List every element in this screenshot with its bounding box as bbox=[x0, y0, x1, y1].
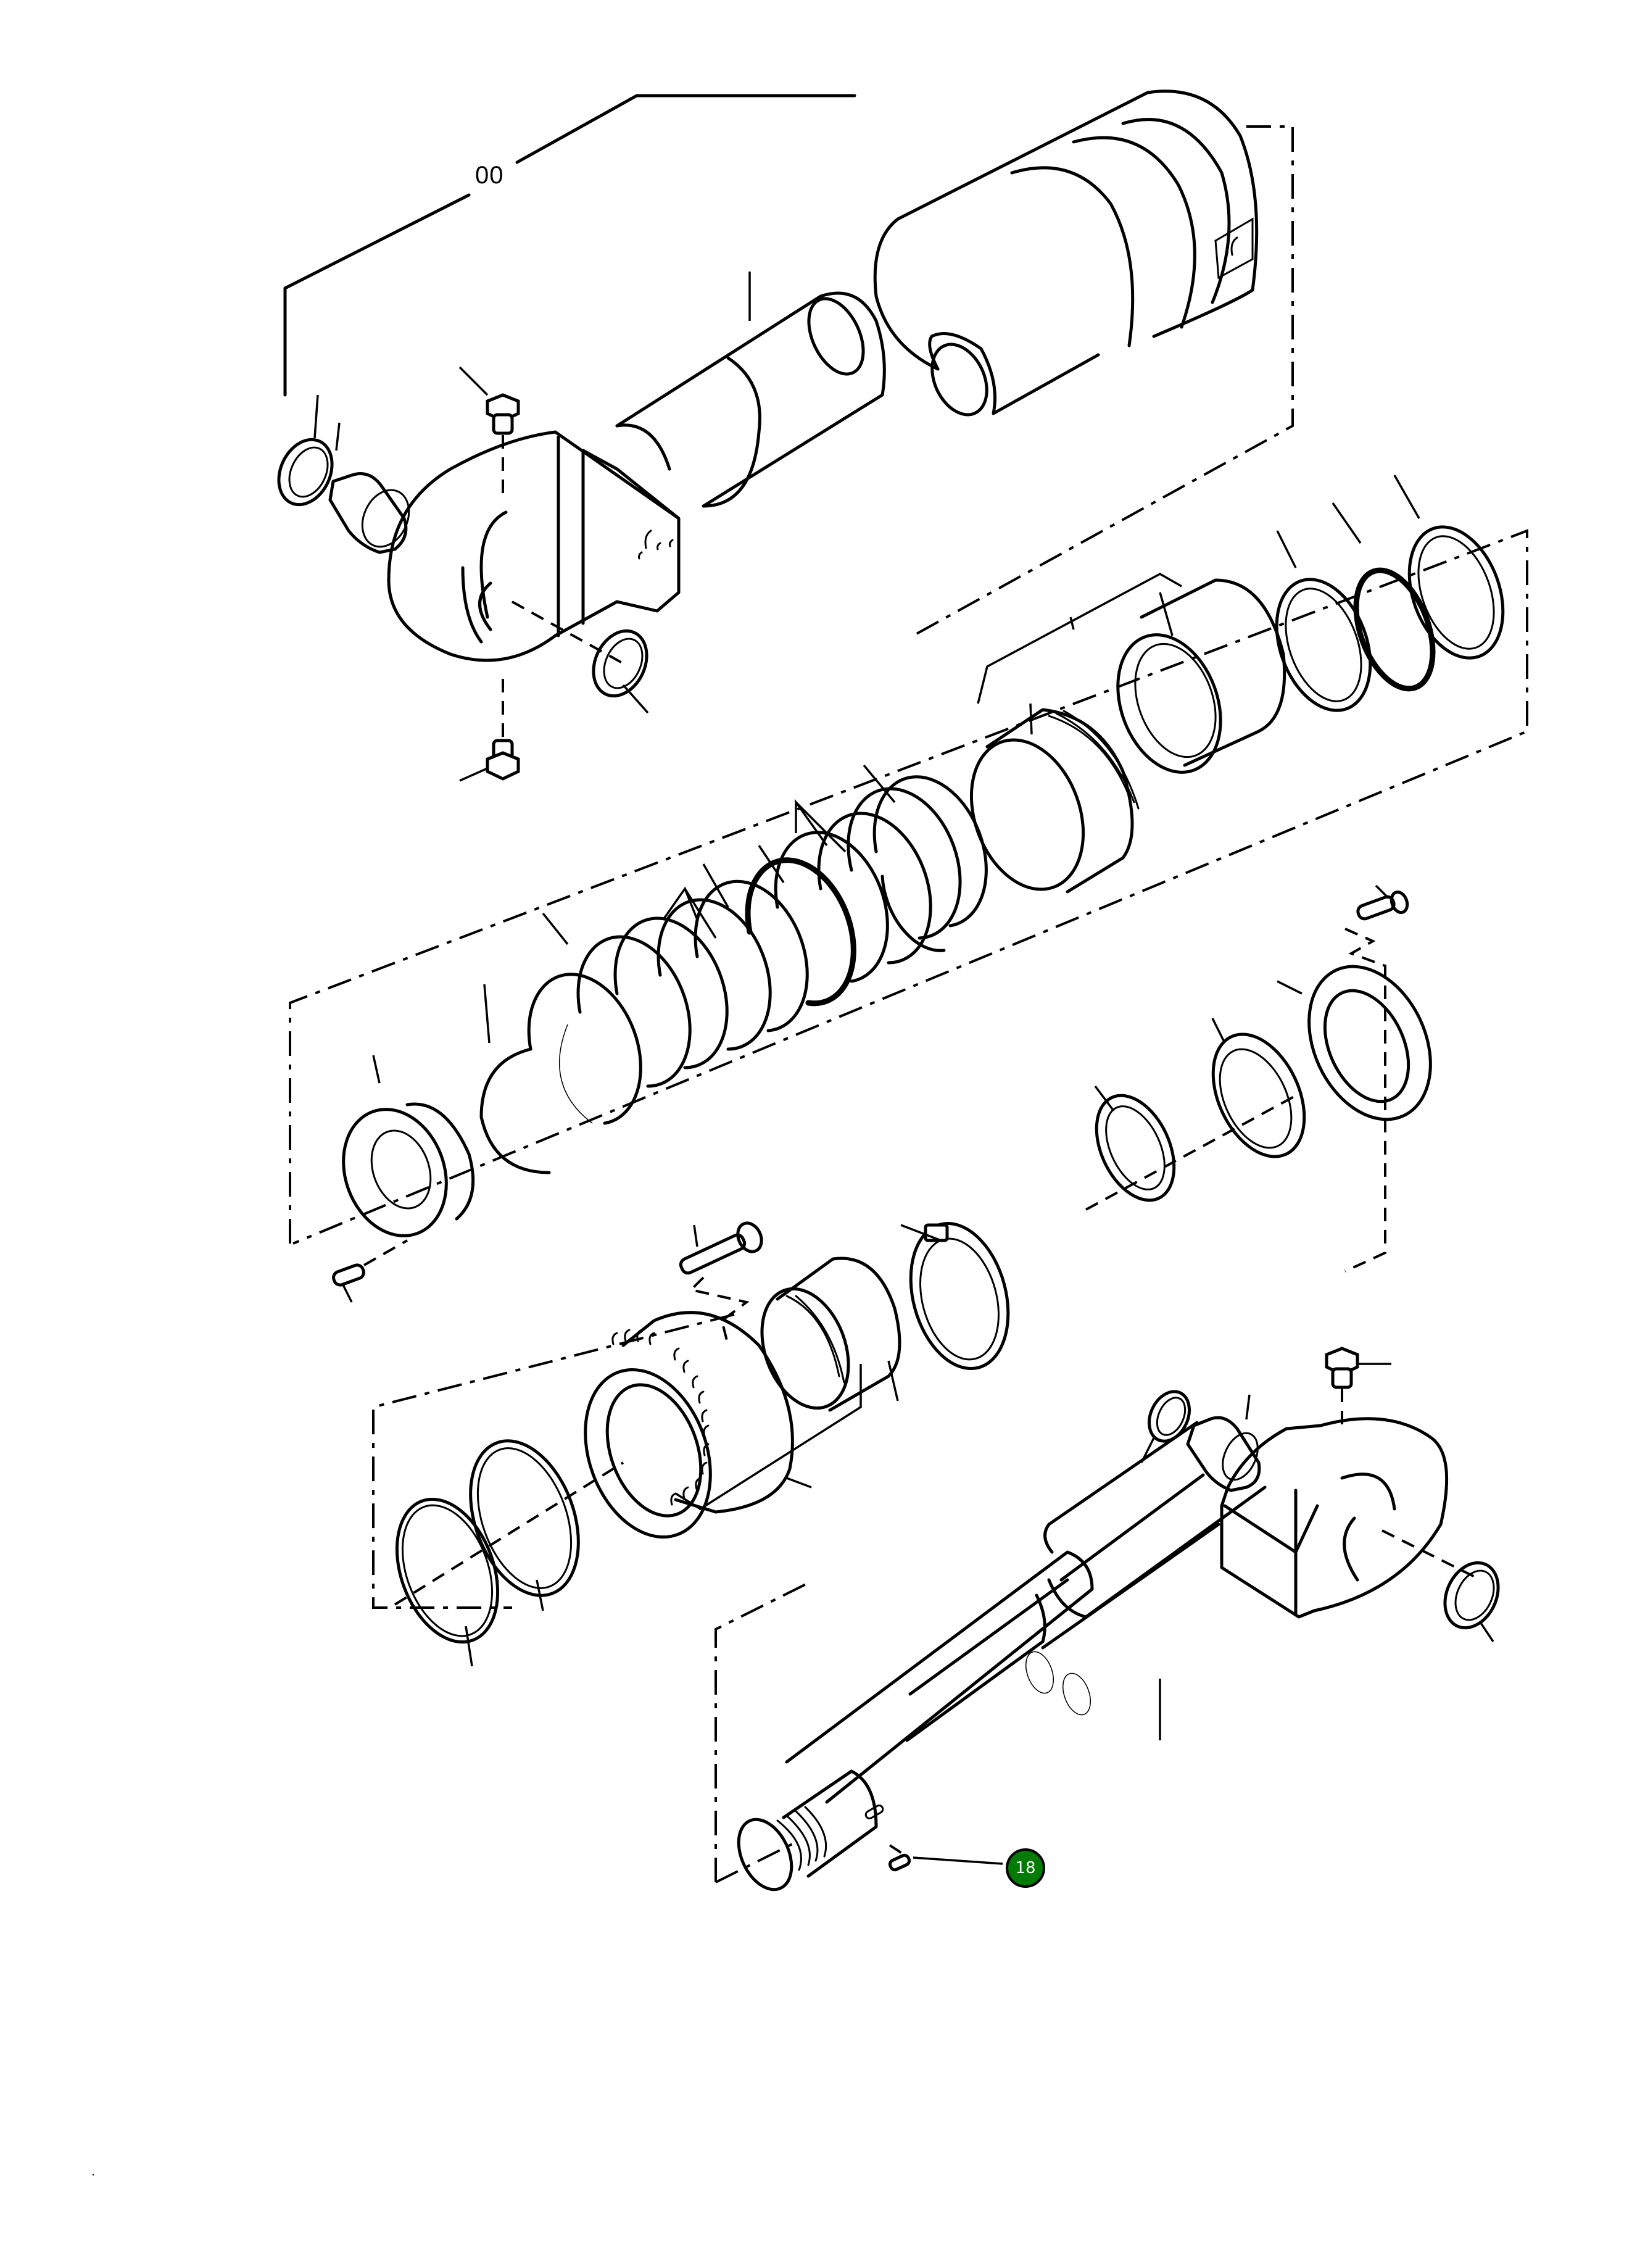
snap-ring bbox=[900, 1221, 1010, 1371]
piston-rod-section bbox=[715, 1347, 1500, 1892]
rod-eye bbox=[1220, 1417, 1475, 1619]
part-callout-18[interactable]: 18 bbox=[1006, 1848, 1045, 1888]
flange-ring bbox=[1277, 965, 1432, 1121]
port-fitting-icon bbox=[638, 530, 674, 560]
head-bushing bbox=[760, 1257, 901, 1412]
wear-ring-stack bbox=[542, 764, 988, 1124]
retainer-bolt-small bbox=[1356, 884, 1409, 921]
split-ring bbox=[479, 973, 642, 1174]
nameplate-icon bbox=[1214, 217, 1254, 280]
rod-grease-fitting bbox=[1325, 1347, 1391, 1432]
assembly-bracket bbox=[283, 94, 856, 397]
head-seal-section bbox=[1085, 884, 1432, 1273]
bolt-holes-icon bbox=[611, 1329, 710, 1506]
piston-body bbox=[969, 703, 1140, 894]
cylinder-tube-section bbox=[277, 89, 1294, 782]
callout-number: 18 bbox=[1015, 1859, 1036, 1877]
key bbox=[888, 1844, 1003, 1872]
rod-thread-end bbox=[737, 1769, 884, 1892]
eye-seal-left bbox=[277, 394, 334, 507]
piston-section bbox=[289, 475, 1528, 1303]
assembly-group-label: 00 bbox=[475, 162, 504, 189]
piston-nut bbox=[342, 1055, 475, 1237]
o-ring bbox=[1332, 502, 1436, 692]
grease-fitting-bottom bbox=[459, 679, 520, 782]
dust-seal bbox=[1094, 1085, 1176, 1202]
rod-eye-bushing bbox=[1186, 1394, 1261, 1492]
set-screw bbox=[332, 1239, 408, 1303]
stray-mark bbox=[93, 2174, 94, 2175]
rod-eye-seal-right bbox=[1443, 1561, 1500, 1642]
piston-bushing bbox=[1116, 578, 1286, 774]
cylinder-head-section bbox=[372, 1221, 1010, 1667]
eye-seal-right bbox=[592, 629, 649, 714]
rod-eye-seal-left bbox=[1140, 1390, 1191, 1463]
rod-body bbox=[785, 1421, 1267, 1804]
backup-ring-2 bbox=[1275, 530, 1372, 712]
head-o-ring-2 bbox=[395, 1497, 500, 1667]
rod-seal bbox=[1211, 1018, 1306, 1158]
head-bolt bbox=[679, 1221, 763, 1275]
head-o-ring-1 bbox=[469, 1439, 580, 1611]
backup-ring-1 bbox=[1393, 475, 1505, 660]
eye-bushing bbox=[328, 422, 410, 554]
cylinder-head bbox=[584, 1311, 812, 1539]
grease-fitting-top bbox=[458, 366, 520, 500]
